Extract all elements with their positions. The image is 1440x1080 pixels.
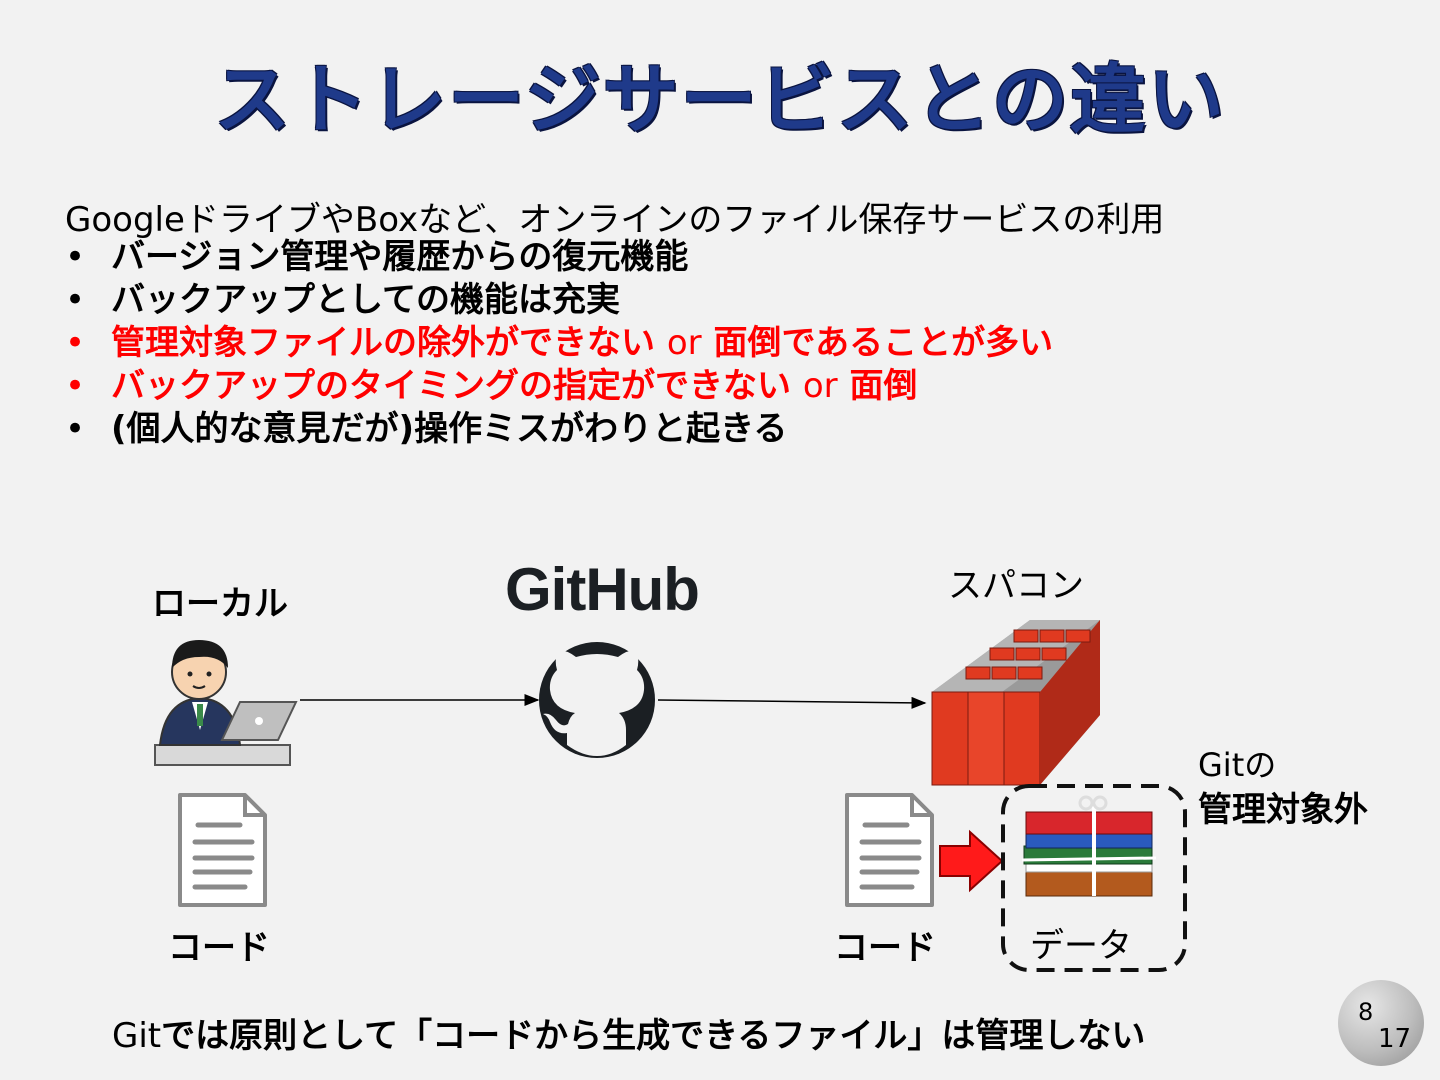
page-number-badge (1338, 980, 1424, 1066)
code-label-right: コード (834, 928, 936, 968)
slide-title: ストレージサービスとの違い (214, 55, 1226, 144)
arrow-github-to-supercomputer (657, 696, 927, 709)
github-octocat-icon (539, 642, 655, 758)
bullet-item-emphasis: •バックアップのタイミングの指定ができない or 面倒 (65, 366, 918, 406)
code-file-icon (178, 793, 267, 907)
footer-note: Gitでは原則として「コードから生成できるファイル」は管理しない (112, 1016, 1146, 1056)
page-number-current: 8 (1358, 998, 1374, 1026)
code-file-icon (845, 793, 934, 907)
red-arrow-icon (939, 829, 1004, 893)
bullet-list: •バージョン管理や履歴からの復元機能 •バックアップとしての機能は充実 •管理対… (65, 236, 1053, 451)
git-excluded-line2: 管理対象外 (1198, 790, 1368, 830)
code-label-left: コード (168, 928, 270, 968)
data-label: データ (1030, 926, 1132, 966)
bullet-item: •バージョン管理や履歴からの復元機能 (65, 237, 689, 277)
supercomputer-label: スパコン (948, 566, 1084, 606)
person-laptop-icon (154, 640, 298, 766)
github-wordmark: GitHub (505, 556, 700, 623)
git-excluded-line1: Gitの (1198, 746, 1277, 784)
supercomputer-icon (931, 620, 1100, 786)
bullet-item: •(個人的な意見だが)操作ミスがわりと起きる (65, 409, 788, 449)
excluded-data-box (1001, 784, 1187, 972)
bullet-item-emphasis: •管理対象ファイルの除外ができない or 面倒であることが多い (65, 323, 1054, 363)
bullet-item: •バックアップとしての機能は充実 (65, 280, 620, 320)
data-books-icon (1021, 795, 1157, 897)
page-number-total: 17 (1378, 1024, 1412, 1054)
local-label: ローカル (152, 584, 288, 624)
intro-text: GoogleドライブやBoxなど、オンラインのファイル保存サービスの利用 (65, 200, 1165, 240)
